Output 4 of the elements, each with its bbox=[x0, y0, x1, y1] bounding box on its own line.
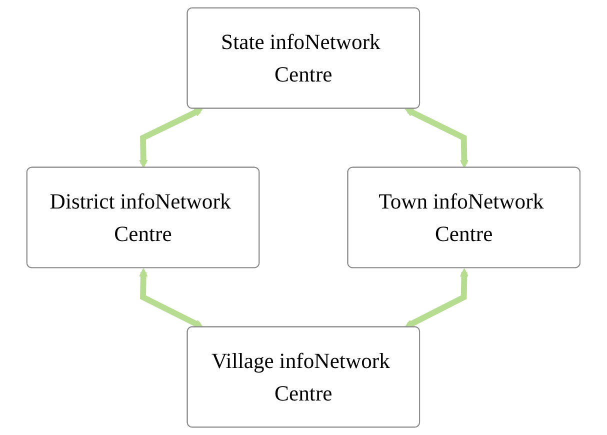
arrow bbox=[139, 108, 204, 168]
arrow bbox=[139, 268, 204, 328]
arrow bbox=[404, 268, 469, 328]
arrow bbox=[404, 108, 469, 168]
